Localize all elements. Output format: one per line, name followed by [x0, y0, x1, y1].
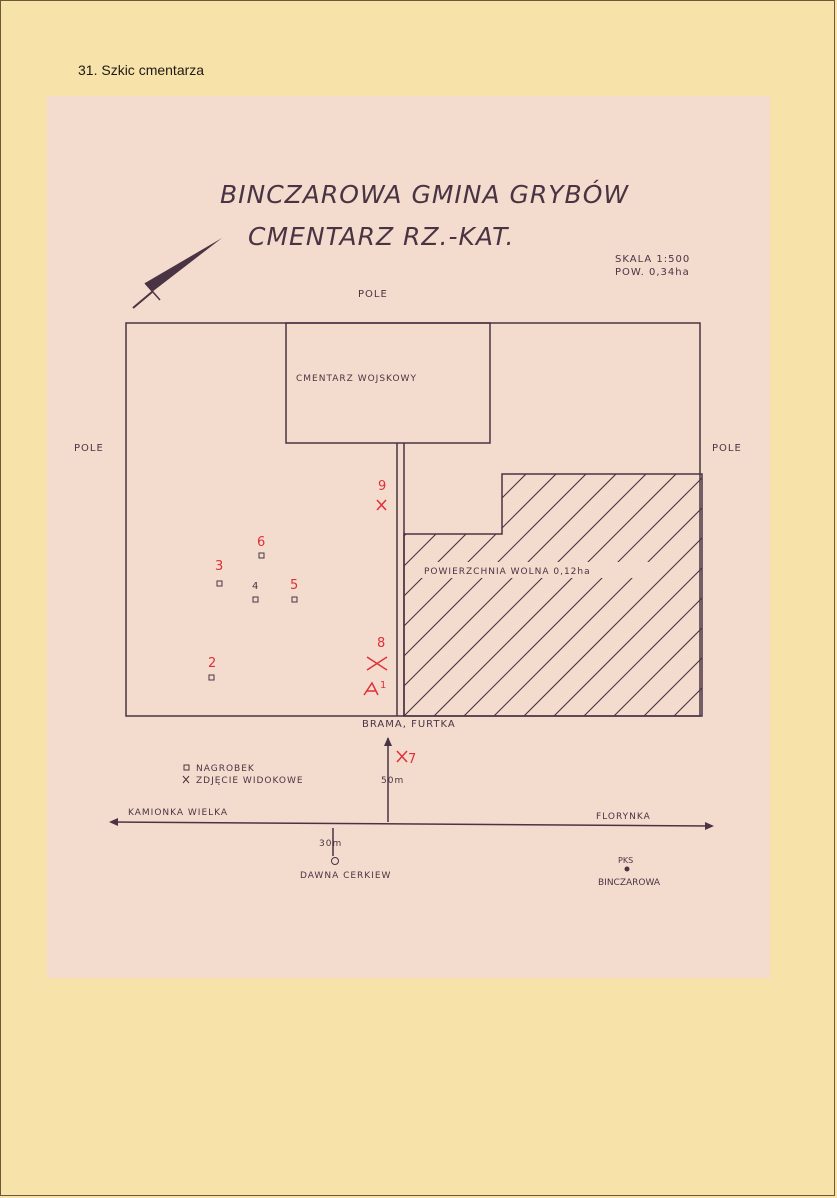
legend-photo-label: ZDJĘCIE WIDOKOWE — [196, 776, 304, 786]
grave-number-5: 5 — [290, 578, 298, 593]
north-arrow-icon — [132, 238, 222, 309]
photo-number-8: 8 — [377, 636, 385, 651]
label-road-east: FLORYNKA — [596, 812, 651, 822]
photo-mark-7-icon — [396, 750, 408, 763]
label-old-church: DAWNA CERKIEW — [300, 871, 391, 881]
grave-number-3: 3 — [215, 559, 223, 574]
label-road-west: KAMIONKA WIELKA — [128, 808, 228, 818]
map-scale: SKALA 1:500 — [615, 254, 690, 265]
label-bus-stop: PKS — [618, 856, 633, 865]
legend-photo-icon — [182, 775, 190, 784]
grave-number-2: 2 — [208, 656, 216, 671]
grave-marker-3 — [216, 580, 223, 587]
grave-number-6: 6 — [257, 535, 265, 550]
free-area-label-bg — [420, 562, 652, 578]
label-military-cemetery: CMENTARZ WOJSKOWY — [296, 374, 417, 384]
photo-mark-1-icon — [363, 681, 379, 696]
label-distance-church: 30m — [319, 839, 342, 849]
photo-number-7: 7 — [408, 752, 416, 767]
map-title-line2: CMENTARZ RZ.-KAT. — [248, 222, 514, 251]
grave-number-4: 4 — [252, 581, 259, 592]
photo-number-1: 1 — [380, 680, 386, 691]
photo-number-9: 9 — [378, 479, 386, 494]
label-field-right: POLE — [712, 443, 742, 454]
page-caption: 31. Szkic cmentarza — [78, 62, 205, 78]
grave-marker-5 — [291, 596, 298, 603]
label-distance-road: 50m — [381, 776, 404, 786]
label-free-area: POWIERZCHNIA WOLNA 0,12ha — [424, 567, 591, 577]
photo-mark-9-icon — [376, 499, 387, 511]
grave-marker-6 — [258, 552, 265, 559]
old-church-icon — [331, 857, 339, 865]
label-bus-stop-name: BINCZAROWA — [598, 878, 661, 888]
photo-mark-8-icon — [366, 656, 388, 671]
legend-grave-icon — [183, 764, 190, 771]
legend-grave-label: NAGROBEK — [196, 764, 255, 774]
bus-stop-icon — [624, 866, 630, 872]
military-cemetery-plot — [285, 322, 491, 444]
map-sheet — [47, 96, 770, 978]
free-area-plot — [403, 473, 703, 717]
grave-marker-4 — [252, 596, 259, 603]
label-field-top: POLE — [358, 289, 388, 300]
label-gate: BRAMA, FURTKA — [362, 719, 456, 730]
road-west-arrow-icon — [109, 818, 118, 826]
arrow-gate-head-icon — [384, 737, 392, 746]
map-area: POW. 0,34ha — [615, 267, 690, 278]
road-line — [112, 821, 711, 827]
free-area-hatching — [404, 474, 702, 716]
grave-marker-2 — [208, 674, 215, 681]
label-field-left: POLE — [74, 443, 104, 454]
road-east-arrow-icon — [705, 822, 714, 830]
map-title-line1: BINCZAROWA GMINA GRYBÓW — [220, 179, 629, 209]
